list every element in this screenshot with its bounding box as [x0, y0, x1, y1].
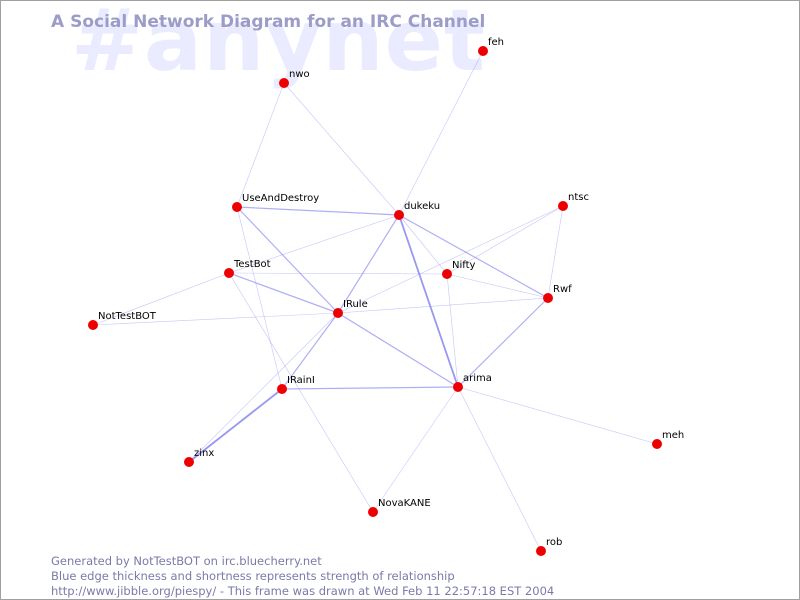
- node-label-Nifty: Nifty: [452, 260, 476, 271]
- edge-TestBot-NovaKANE: [228, 272, 374, 513]
- node-IRainI: IRainI: [277, 375, 315, 394]
- node-label-feh: feh: [488, 37, 504, 48]
- edge-IRule-arima: [337, 312, 459, 388]
- node-label-ntsc: ntsc: [568, 192, 589, 203]
- node-NovaKANE: NovaKANE: [368, 498, 431, 517]
- node-label-UseAndDestroy: UseAndDestroy: [242, 193, 319, 204]
- node-dot-UseAndDestroy: [232, 202, 242, 212]
- edges-layer: [92, 50, 658, 552]
- channel-watermark: #anynet: [71, 0, 487, 91]
- node-Nifty: Nifty: [442, 260, 476, 279]
- node-label-IRule: IRule: [343, 299, 368, 310]
- edge-dukeku-arima: [398, 214, 459, 388]
- node-dot-feh: [478, 46, 488, 56]
- edge-ntsc-IRule: [337, 205, 564, 314]
- node-label-NotTestBOT: NotTestBOT: [98, 311, 157, 322]
- node-ntsc: ntsc: [558, 192, 589, 211]
- node-arima: arima: [453, 373, 492, 392]
- edge-ntsc-Rwf: [547, 205, 564, 299]
- node-dot-arima: [453, 382, 463, 392]
- node-dot-IRainI: [277, 384, 287, 394]
- edge-TestBot-Nifty: [228, 272, 448, 275]
- node-UseAndDestroy: UseAndDestroy: [232, 193, 319, 212]
- node-label-NovaKANE: NovaKANE: [378, 498, 431, 509]
- edge-TestBot-NotTestBOT: [92, 272, 230, 326]
- node-dot-Nifty: [442, 269, 452, 279]
- node-label-meh: meh: [662, 430, 684, 441]
- node-dot-ntsc: [558, 201, 568, 211]
- edge-NotTestBOT-IRule: [92, 312, 339, 326]
- node-dot-meh: [652, 439, 662, 449]
- node-label-nwo: nwo: [289, 69, 310, 80]
- edge-IRainI-zinx: [188, 388, 283, 463]
- node-label-TestBot: TestBot: [233, 259, 271, 270]
- footer: Generated by NotTestBOT on irc.bluecherr…: [51, 554, 554, 599]
- edge-ntsc-Nifty: [446, 205, 564, 275]
- footer-generated-by: Generated by NotTestBOT on irc.bluecherr…: [51, 554, 322, 568]
- node-dot-NovaKANE: [368, 507, 378, 517]
- node-Rwf: Rwf: [543, 284, 572, 303]
- node-rob: rob: [536, 537, 562, 556]
- node-feh: feh: [478, 37, 504, 56]
- edge-TestBot-IRule: [228, 272, 339, 314]
- edge-arima-rob: [457, 386, 542, 552]
- edge-IRule-zinx: [188, 312, 339, 463]
- node-dukeku: dukeku: [394, 201, 440, 220]
- edge-IRainI-arima: [281, 386, 459, 390]
- node-label-dukeku: dukeku: [404, 201, 440, 212]
- edge-nwo-dukeku: [283, 82, 400, 216]
- edge-feh-dukeku: [398, 50, 484, 216]
- node-nwo: nwo: [279, 69, 310, 88]
- edge-arima-meh: [457, 386, 658, 445]
- node-label-Rwf: Rwf: [553, 284, 572, 295]
- node-zinx: zinx: [184, 448, 214, 467]
- node-dot-dukeku: [394, 210, 404, 220]
- edge-UseAndDestroy-IRule: [236, 206, 339, 314]
- edge-arima-NovaKANE: [372, 386, 459, 513]
- edge-Nifty-Rwf: [446, 273, 549, 299]
- node-meh: meh: [652, 430, 684, 449]
- node-dot-zinx: [184, 457, 194, 467]
- edge-dukeku-Rwf: [398, 214, 549, 299]
- edge-dukeku-Nifty: [398, 214, 448, 275]
- edge-dukeku-TestBot: [228, 214, 400, 274]
- node-dot-rob: [536, 546, 546, 556]
- footer-frame-info: http://www.jibble.org/piespy/ - This fra…: [51, 584, 555, 598]
- edge-Nifty-arima: [446, 273, 459, 388]
- node-label-zinx: zinx: [194, 448, 214, 459]
- edge-nwo-UseAndDestroy: [236, 82, 285, 208]
- footer-legend: Blue edge thickness and shortness repres…: [51, 569, 455, 583]
- node-label-rob: rob: [546, 537, 562, 548]
- node-dot-nwo: [279, 78, 289, 88]
- edge-Rwf-IRule: [337, 297, 549, 314]
- node-dot-Rwf: [543, 293, 553, 303]
- node-label-IRainI: IRainI: [287, 375, 315, 386]
- node-dot-NotTestBOT: [88, 320, 98, 330]
- node-TestBot: TestBot: [224, 259, 271, 278]
- edge-UseAndDestroy-dukeku: [236, 206, 400, 216]
- edge-Rwf-arima: [457, 297, 549, 388]
- edge-UseAndDestroy-IRainI: [236, 206, 283, 390]
- edge-dukeku-IRule: [337, 214, 400, 314]
- node-IRule: IRule: [333, 299, 368, 318]
- node-label-arima: arima: [463, 373, 492, 384]
- diagram-title: A Social Network Diagram for an IRC Chan…: [51, 12, 486, 32]
- node-NotTestBOT: NotTestBOT: [88, 311, 157, 330]
- node-dot-IRule: [333, 308, 343, 318]
- node-dot-TestBot: [224, 268, 234, 278]
- edge-IRule-IRainI: [281, 312, 339, 390]
